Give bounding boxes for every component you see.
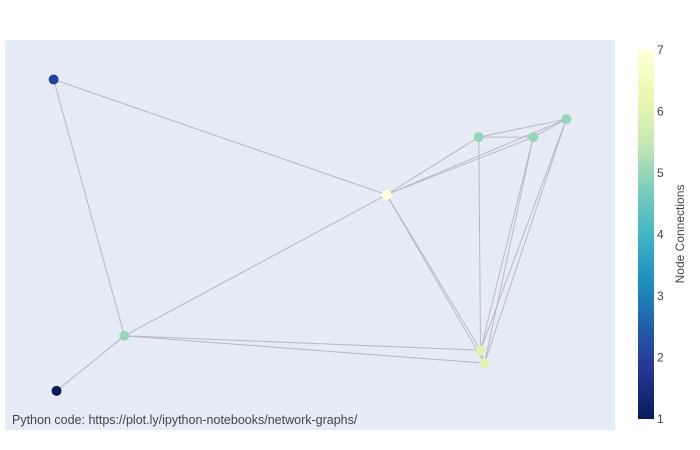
edge-n3-n6 bbox=[386, 118, 567, 196]
edge-n3-n8 bbox=[386, 194, 486, 364]
colorbar-tick-label: 5 bbox=[657, 166, 664, 180]
nodes-layer bbox=[48, 74, 572, 396]
edge-n5-n8 bbox=[484, 136, 534, 364]
edge-n2-n8 bbox=[124, 335, 485, 364]
edge-n2-n3 bbox=[124, 194, 387, 337]
source-annotation: Python code: https://plot.ly/ipython-not… bbox=[12, 413, 358, 427]
edge-n3-n4 bbox=[386, 136, 480, 196]
colorbar-ticks: 1 2 3 4 5 6 7 bbox=[657, 43, 664, 426]
colorbar-tick-label: 6 bbox=[657, 105, 664, 119]
node-n7[interactable] bbox=[475, 345, 486, 356]
edge-n6-n7 bbox=[480, 118, 567, 351]
node-n8[interactable] bbox=[479, 358, 490, 369]
node-n5[interactable] bbox=[528, 132, 539, 143]
colorbar: 1 2 3 4 5 6 7 Node Connections bbox=[638, 43, 687, 426]
edge-n3-n7 bbox=[386, 194, 481, 351]
edge-n5-n6 bbox=[533, 118, 567, 138]
node-n4[interactable] bbox=[473, 132, 484, 143]
node-n1[interactable] bbox=[51, 385, 62, 396]
edge-n3-n5 bbox=[386, 136, 534, 196]
edge-n6-n8 bbox=[484, 118, 567, 364]
colorbar-tick-label: 4 bbox=[657, 228, 664, 242]
edge-n2-n7 bbox=[124, 335, 481, 351]
edge-n4-n7 bbox=[478, 137, 482, 351]
colorbar-tick-label: 1 bbox=[657, 412, 664, 426]
edge-n0-n3 bbox=[53, 79, 387, 196]
colorbar-gradient bbox=[638, 50, 654, 419]
node-n6[interactable] bbox=[561, 114, 572, 125]
edge-n5-n7 bbox=[480, 136, 534, 351]
node-n0[interactable] bbox=[48, 74, 59, 85]
plot-area bbox=[5, 40, 615, 430]
colorbar-title: Node Connections bbox=[673, 185, 687, 284]
colorbar-tick-label: 2 bbox=[657, 351, 664, 365]
colorbar-tick-label: 3 bbox=[657, 289, 664, 303]
colorbar-tick-label: 7 bbox=[657, 43, 664, 57]
node-n2[interactable] bbox=[119, 330, 130, 341]
edge-n0-n2 bbox=[53, 79, 125, 336]
node-n3[interactable] bbox=[381, 189, 392, 200]
edge-n2-n1 bbox=[56, 335, 125, 392]
edge-n4-n6 bbox=[478, 118, 567, 138]
